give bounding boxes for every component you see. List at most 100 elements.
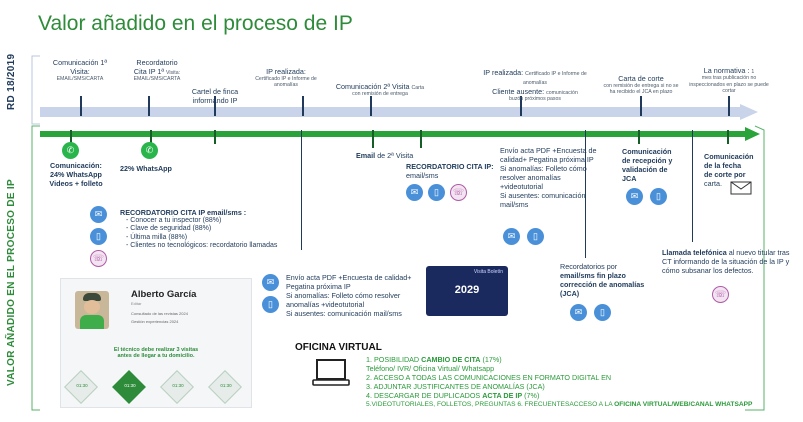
- envio1-l3: Si ausentes: comunicación mail/sms: [286, 309, 402, 318]
- bottom-tick-9: [692, 130, 693, 242]
- top-item-6: IP realizada: Certificado IP e Informe d…: [480, 68, 590, 103]
- comunicacion-whatsapp: Comunicación: 24% WhatsApp Videos + foll…: [44, 161, 108, 188]
- badge-label: 01:30: [124, 383, 136, 388]
- top-tick-8: [728, 96, 730, 116]
- c1-line2: 24% WhatsApp: [50, 170, 102, 179]
- fecha-corte: Comunicación de la fecha de corte por ca…: [704, 152, 762, 188]
- top-item-4-small: Certificado IP e Informe de anomalías: [255, 76, 317, 89]
- top-item-2-small: EMAIL/SMS/CARTA: [133, 76, 181, 83]
- top-tick-3: [214, 96, 216, 116]
- sticker-card: Visita Boletín 2029: [426, 266, 508, 316]
- recordatorio2-bold: RECORDATORIO CITA IP:: [406, 162, 494, 171]
- top-item-4: IP realizada: Certificado IP e Informe d…: [252, 67, 320, 89]
- bottom-timeline-arrow: [40, 127, 760, 141]
- fc-l3: de corte por: [704, 170, 746, 179]
- envio2-l2: Si anomalías: Folleto cómo resolver anom…: [500, 164, 587, 191]
- recordatorio-item: - Conocer a tu inspector (88%): [126, 217, 222, 224]
- rec-l3: validación de: [622, 165, 668, 174]
- c1-line1: Comunicación:: [50, 161, 102, 170]
- phone-icon: ▯: [594, 304, 611, 321]
- envio1-l1: Envío acta PDF +Encuesta de calidad+ Peg…: [286, 273, 412, 291]
- fc-l2: de la fecha: [704, 161, 742, 170]
- bottom-tick-8: [638, 130, 640, 144]
- envio1-l2: Si anomalías: Folleto cómo resolver anom…: [286, 291, 401, 309]
- oficina-item: 1. POSIBILIDAD CAMBIO DE CITA (17%): [366, 355, 502, 364]
- profile-line-b: Gestión experiencias 2024: [131, 319, 179, 324]
- top-item-2-line1: Recordatorio: [136, 58, 178, 67]
- recordatorio-cita-2: RECORDATORIO CITA IP: email/sms: [406, 162, 494, 180]
- top-tick-4: [302, 96, 304, 116]
- top-item-7-small: remisión de entrega si no se ha recibido…: [609, 83, 679, 96]
- top-item-6-inline2: comunicación: [546, 89, 578, 96]
- top-item-5-small: con remisión de entrega: [352, 91, 408, 98]
- recordatorio-item: - Clientes no tecnológicos: recordatorio…: [126, 242, 278, 250]
- call-icon: ☏: [712, 286, 729, 303]
- top-item-1-line1: Comunicación 1ª: [52, 58, 108, 67]
- bottom-tick-6: [420, 130, 422, 148]
- badge-label: 01:30: [220, 383, 232, 388]
- top-tick-5: [370, 96, 372, 116]
- bottom-tick-5: [372, 130, 374, 148]
- letter-icon: [730, 181, 752, 195]
- top-item-5-line1: Comunicación 2ª Visita: [335, 82, 410, 91]
- phone-icon: ▯: [527, 228, 544, 245]
- top-item-1-small: EMAIL/SMS/CARTA: [56, 76, 104, 82]
- top-item-2-inline: Visita:: [166, 70, 181, 76]
- rec-l4: JCA: [622, 174, 637, 183]
- fc-l1: Comunicación: [704, 152, 754, 161]
- top-item-5-inline: Carta: [411, 85, 425, 91]
- page-title: Valor añadido en el proceso de IP: [38, 12, 353, 35]
- profile-msg: El técnico debe realizar 3 visitas antes…: [113, 347, 199, 359]
- sticker-brand: Visita Boletín: [473, 269, 503, 275]
- email-icon: ✉: [406, 184, 423, 201]
- oficina-item: 2. ACCESO A TODAS LAS COMUNICACIONES EN …: [366, 373, 612, 382]
- recordatorio-cita: RECORDATORIO CITA IP email/sms : - Conoc…: [120, 208, 285, 251]
- profile-name: Alberto García: [131, 289, 197, 300]
- envio2-l3: Si ausentes: comunicación mail/sms: [500, 191, 586, 209]
- sticker-year: 2029: [454, 284, 480, 296]
- top-timeline-arrow: [40, 104, 758, 120]
- phone-icon: ▯: [428, 184, 445, 201]
- rp-l1: Recordatorios por: [560, 262, 618, 271]
- rec-l1: Comunicación: [622, 147, 672, 156]
- top-item-5: Comunicación 2ª Visita Carta con remisió…: [320, 82, 440, 98]
- oficina-list: 1. POSIBILIDAD CAMBIO DE CITA (17%) Telé…: [366, 355, 776, 409]
- c1-line3: Videos + folleto: [49, 179, 103, 188]
- profile-role: Editar: [131, 301, 142, 306]
- top-item-6-line1: IP realizada:: [483, 68, 524, 77]
- bottom-tick-3: [214, 130, 216, 144]
- bottom-tick-4: [301, 130, 302, 250]
- top-item-3-line1: Cartel de finca: [191, 87, 239, 96]
- top-tick-7: [640, 96, 642, 116]
- envio-acta-1: Envío acta PDF +Encuesta de calidad+ Peg…: [286, 273, 420, 318]
- top-item-8-line1: La normativa :: [703, 66, 750, 75]
- top-item-6-inline: Certificado IP e Informe de anomalías: [523, 71, 587, 87]
- top-tick-2: [148, 96, 150, 116]
- envio2-l1: Envío acta PDF +Encuesta de calidad+ Peg…: [500, 146, 597, 164]
- top-item-7-inline: con: [603, 83, 612, 89]
- top-item-8-small: mes tras publicación no inspeccionados e…: [689, 75, 769, 95]
- recordatorio-item: - Última milla (88%): [126, 233, 188, 241]
- fc-l4: carta.: [704, 179, 722, 188]
- profile-screenshot: Alberto García Editar Consultado de las …: [60, 278, 252, 408]
- email-icon: ✉: [90, 206, 107, 223]
- top-item-6-line2: Cliente ausente:: [492, 86, 545, 96]
- recordatorio2-rest: email/sms: [406, 171, 439, 180]
- rp-l4: (JCA): [560, 289, 580, 298]
- phone-icon: ▯: [90, 228, 107, 245]
- recordatorio-title: RECORDATORIO CITA IP email/sms :: [120, 208, 247, 217]
- rp-l2: email/sms fin plazo: [560, 271, 626, 280]
- bottom-tick-2: [150, 130, 152, 144]
- oficina-item: 5.VIDEOTUTORIALES, FOLLETOS, PREGUNTAS 6…: [366, 401, 753, 408]
- top-tick-1: [80, 96, 82, 116]
- top-item-1: Comunicación 1ª Visita: EMAIL/SMS/CARTA: [44, 58, 116, 82]
- oficina-virtual-title: OFICINA VIRTUAL: [295, 342, 382, 353]
- recordatorios-plazo: Recordatorios por email/sms fin plazo co…: [560, 262, 650, 298]
- phone-icon: ▯: [650, 188, 667, 205]
- rp-l3: corrección de anomalías: [560, 280, 645, 289]
- top-item-6-small: buzón próximos pasos: [509, 96, 561, 103]
- email-icon: ✉: [570, 304, 587, 321]
- oficina-item: Teléfono/ IVR/ Oficina Virtual/ Whatsapp: [366, 364, 495, 373]
- call-icon: ☏: [450, 184, 467, 201]
